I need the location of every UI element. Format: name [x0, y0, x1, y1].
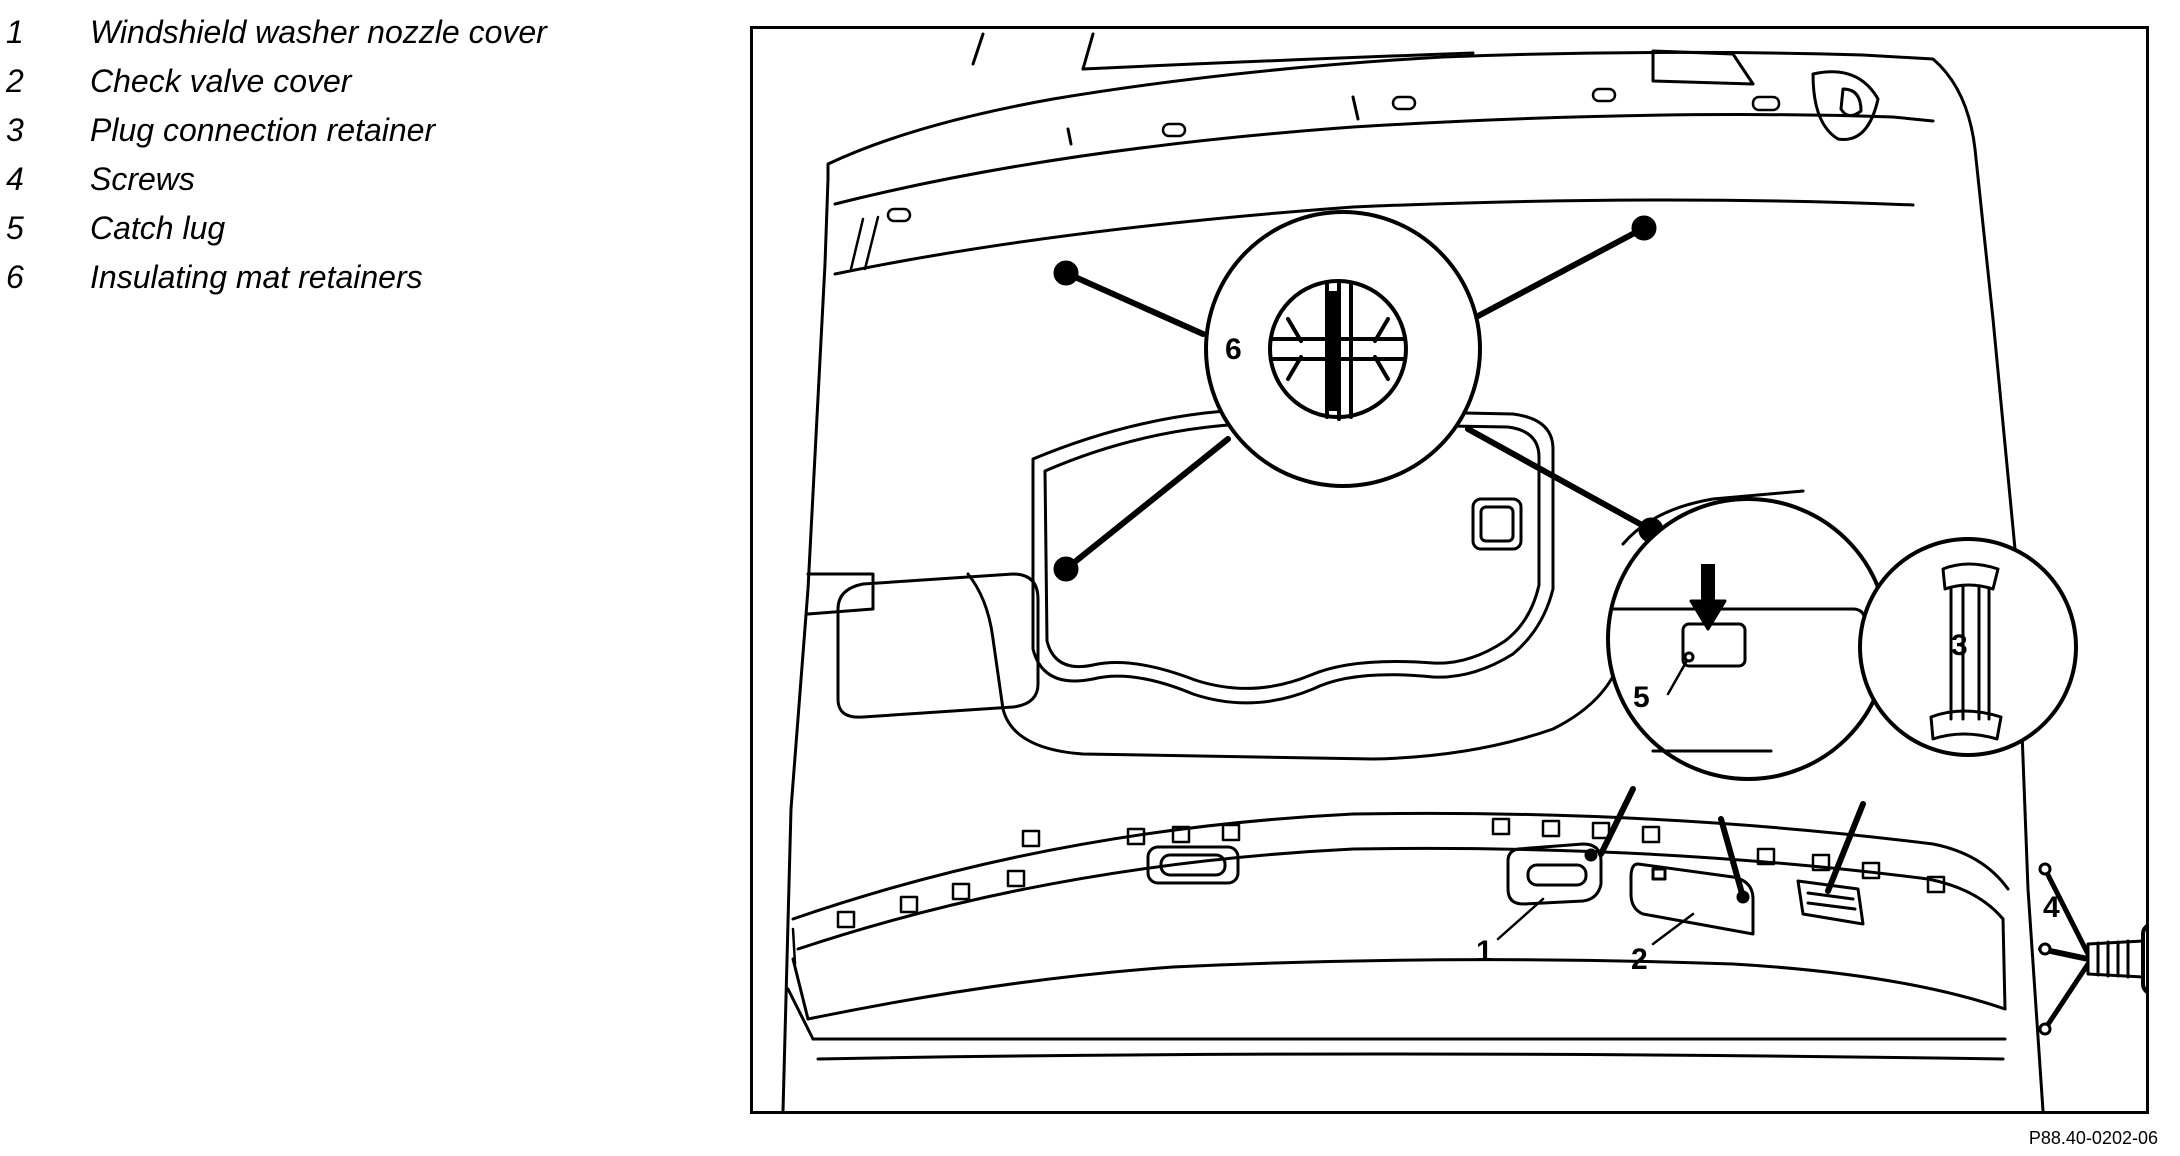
legend-label: Check valve cover	[90, 63, 352, 99]
legend-number: 2	[6, 63, 24, 99]
callout-4: 4	[2043, 891, 2060, 924]
legend-label: Windshield washer nozzle cover	[90, 14, 547, 50]
legend-item: 2 Check valve cover	[6, 57, 646, 106]
rail-left-recess	[1146, 845, 1240, 885]
legend-number: 6	[6, 259, 24, 295]
callout-6: 6	[1225, 333, 1242, 366]
hood-top-slots	[849, 87, 1781, 271]
callout-2: 2	[1631, 943, 1648, 976]
legend-number: 5	[6, 210, 24, 246]
callout-5: 5	[1633, 681, 1650, 714]
callout-1: 1	[1476, 935, 1493, 968]
washer-nozzle-cover	[1506, 842, 1603, 906]
legend-number: 1	[6, 14, 24, 50]
detail-circle-plug-retainer	[1858, 537, 2078, 757]
legend-label: Catch lug	[90, 210, 226, 246]
hood-outline	[781, 32, 2045, 1111]
figure-reference-id: P88.40-0202-06	[2028, 1128, 2158, 1148]
screw-detail	[2038, 862, 2146, 1036]
rail-tabs	[791, 817, 1946, 966]
legend-item: 4 Screws	[6, 155, 646, 204]
legend-label: Plug connection retainer	[90, 112, 436, 148]
legend-label: Insulating mat retainers	[90, 259, 423, 295]
hood-left-panel	[806, 572, 1040, 719]
callout-3: 3	[1951, 629, 1968, 662]
legend-item: 5 Catch lug	[6, 204, 646, 253]
legend-number: 3	[6, 112, 24, 148]
detail-circle-catch-lug	[1606, 497, 1890, 781]
detail-leader-lines	[1496, 786, 1866, 946]
hood-front-rail	[786, 811, 2010, 1061]
detail-circle-retainer	[1204, 210, 1482, 488]
plug-retainer-location	[1796, 879, 1865, 926]
legend-item: 6 Insulating mat retainers	[6, 253, 646, 302]
hood-line-drawing: 6 5 3 1 2 4	[781, 32, 2146, 1111]
hood-diagram-frame: 6 5 3 1 2 4	[750, 26, 2149, 1114]
parts-legend: 1 Windshield washer nozzle cover 2 Check…	[6, 8, 646, 302]
legend-number: 4	[6, 161, 24, 197]
legend-item: 1 Windshield washer nozzle cover	[6, 8, 646, 57]
legend-item: 3 Plug connection retainer	[6, 106, 646, 155]
legend-label: Screws	[90, 161, 195, 197]
callout-labels: 6 5 3 1 2 4	[1225, 333, 2060, 976]
